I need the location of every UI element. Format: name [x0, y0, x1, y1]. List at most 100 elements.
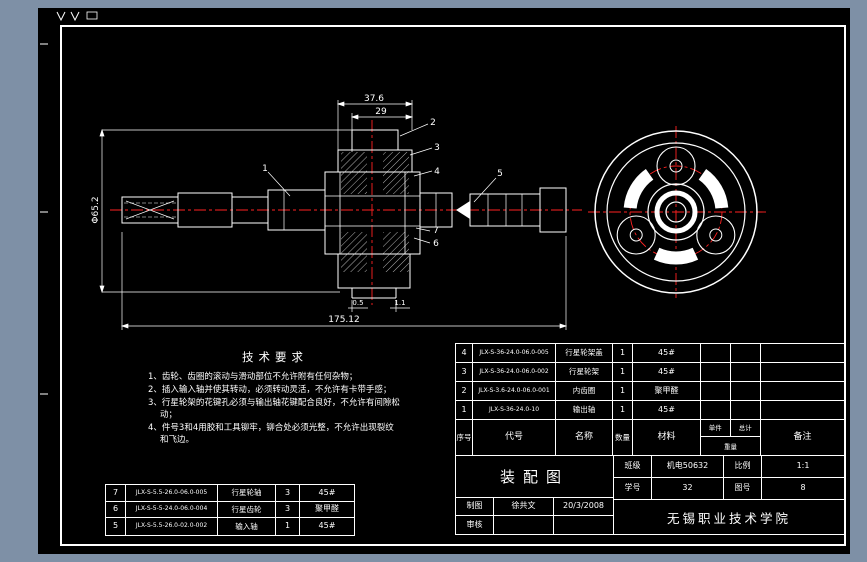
- callout-4: 4: [434, 167, 440, 177]
- parts-list-continuation: 7 JLX-S-5.5-26.0-06.0-005 行星轮轴 3 45# 6 J…: [105, 484, 355, 536]
- part-qty: 1: [613, 401, 633, 420]
- part-code: JLX-S-3.6-24.0-06.0-001: [473, 382, 556, 401]
- part-material: 聚甲醛: [300, 502, 354, 519]
- part-qty: 1: [613, 363, 633, 382]
- frame-zone-marks: [40, 11, 98, 395]
- dim-inner-width: 29: [375, 107, 387, 117]
- centerlines: [110, 120, 766, 305]
- part-name: 行星轮架盖: [556, 344, 613, 363]
- check-date: [554, 516, 613, 534]
- header-material: 材料: [633, 420, 701, 456]
- header-weight: 重量: [724, 443, 737, 451]
- part-unit-weight: [701, 344, 731, 363]
- tech-requirement-item: 1、齿轮、齿圈的滚动与滑动部位不允许附有任何杂物；: [148, 372, 358, 382]
- part-total-weight: [731, 344, 761, 363]
- class-label: 班级: [614, 456, 652, 478]
- part-total-weight: [731, 382, 761, 401]
- part-total-weight: [731, 363, 761, 382]
- scale-label: 比例: [724, 456, 762, 478]
- callout-5: 5: [497, 169, 503, 179]
- dim-step-b: 1.1: [394, 299, 405, 307]
- scale-value: 1:1: [762, 456, 844, 478]
- dimension-labels: 37.6 29 Φ65.2 175.12 0.5 1.1 1 2 3 4 5 6…: [91, 94, 503, 325]
- drawing-border-frame: [60, 25, 846, 546]
- part-seq: 1: [456, 401, 473, 420]
- callout-6: 6: [433, 239, 439, 249]
- part-name: 行星齿轮: [218, 501, 276, 519]
- title-block: 装配图 制图 徐共文 20/3/2008 审核 班级 机电50632 比例 1: [456, 456, 844, 534]
- tech-requirement-item: 3、行星轮架的花键孔必须与输出轴花键配合良好，不允许有间隙松动；: [148, 398, 400, 420]
- draft-label: 制图: [456, 498, 494, 516]
- header-qty: 数量: [613, 420, 633, 456]
- part-name: 行星轮架: [556, 363, 613, 382]
- surface-finish-icon: [56, 11, 66, 22]
- table-row: 5 JLX-S-5.5-26.0-02.0-002 输入轴 1 45#: [106, 518, 354, 536]
- part-seq: 2: [456, 382, 473, 401]
- header-code: 代号: [473, 420, 556, 456]
- part-code: JLX-S-5.5-26.0-02.0-002: [126, 518, 218, 536]
- part-seq: 6: [106, 501, 126, 519]
- part-code: JLX-S-5-5-24.0-06.0-004: [126, 501, 218, 519]
- part-remarks: [761, 401, 844, 420]
- dim-step-a: 0.5: [352, 299, 363, 307]
- surface-finish-icon: [70, 11, 80, 22]
- student-label: 学号: [614, 478, 652, 500]
- callout-7: 7: [433, 226, 439, 236]
- part-seq: 5: [106, 518, 126, 536]
- parts-list-and-title-block: 4 JLX-S-36-24.0-06.0-005 行星轮架盖 1 45# 3 J…: [455, 343, 845, 535]
- checker-row: 审核: [456, 516, 613, 534]
- table-row: 1 JLX-S-36-24.0-10 输出轴 1 45#: [456, 401, 844, 420]
- student-value: 32: [652, 478, 724, 500]
- part-unit-weight: [701, 401, 731, 420]
- header-seq: 序号: [456, 420, 473, 456]
- dim-top-width: 37.6: [364, 94, 384, 104]
- part-qty: 3: [276, 501, 300, 519]
- class-value: 机电50632: [652, 456, 724, 478]
- table-row: 3 JLX-S-36-24.0-06.0-002 行星轮架 1 45#: [456, 363, 844, 382]
- dimension-lines: [99, 100, 568, 330]
- check-label: 审核: [456, 516, 494, 534]
- callout-1: 1: [262, 164, 268, 174]
- part-seq: 4: [456, 344, 473, 363]
- drafter-row: 制图 徐共文 20/3/2008: [456, 498, 613, 516]
- table-row: 4 JLX-S-36-24.0-06.0-005 行星轮架盖 1 45#: [456, 344, 844, 363]
- callout-2: 2: [430, 118, 436, 128]
- header-name: 名称: [556, 420, 613, 456]
- school-name: 无锡职业技术学院: [666, 510, 791, 526]
- part-name: 行星轮轴: [218, 485, 276, 502]
- end-view-geometry: [594, 130, 758, 294]
- class-scale-row: 班级 机电50632 比例 1:1: [614, 456, 844, 478]
- part-unit-weight: [701, 382, 731, 401]
- part-qty: 3: [276, 485, 300, 502]
- part-code: JLX-S-5.5-26.0-06.0-005: [126, 485, 218, 502]
- drawing-title: 装配图: [456, 456, 613, 498]
- part-material: 45#: [633, 344, 701, 363]
- table-row: 6 JLX-S-5-5-24.0-06.0-004 行星齿轮 3 聚甲醛: [106, 501, 354, 519]
- part-seq: 3: [456, 363, 473, 382]
- header-remarks: 备注: [761, 420, 844, 456]
- tech-requirements-title: 技术要求: [242, 350, 308, 364]
- part-material: 45#: [300, 485, 354, 502]
- part-remarks: [761, 382, 844, 401]
- part-qty: 1: [276, 518, 300, 536]
- side-view-geometry: [121, 129, 567, 299]
- part-qty: 1: [613, 344, 633, 363]
- table-row: 7 JLX-S-5.5-26.0-06.0-005 行星轮轴 3 45#: [106, 485, 354, 502]
- part-remarks: [761, 363, 844, 382]
- part-code: JLX-S-36-24.0-10: [473, 401, 556, 420]
- parts-list-header: 序号 代号 名称 数量 材料 单件 总计 重量 备注: [456, 420, 844, 456]
- part-material: 45#: [318, 521, 336, 531]
- part-material: 45#: [633, 401, 701, 420]
- dim-diameter: Φ65.2: [91, 196, 101, 223]
- part-material: 45#: [633, 363, 701, 382]
- check-name: [494, 516, 554, 534]
- callout-3: 3: [434, 143, 440, 153]
- header-total-weight: 总计: [730, 420, 760, 437]
- part-unit-weight: [701, 363, 731, 382]
- student-sheet-row: 学号 32 图号 8: [614, 478, 844, 500]
- tech-requirement-item: 4、件号3和4用胶和工具铆牢，铆合处必须光整，不允许出现裂纹和飞边。: [148, 423, 394, 445]
- part-code: JLX-S-36-24.0-06.0-005: [473, 344, 556, 363]
- header-weight-group: 单件 总计 重量: [701, 420, 761, 456]
